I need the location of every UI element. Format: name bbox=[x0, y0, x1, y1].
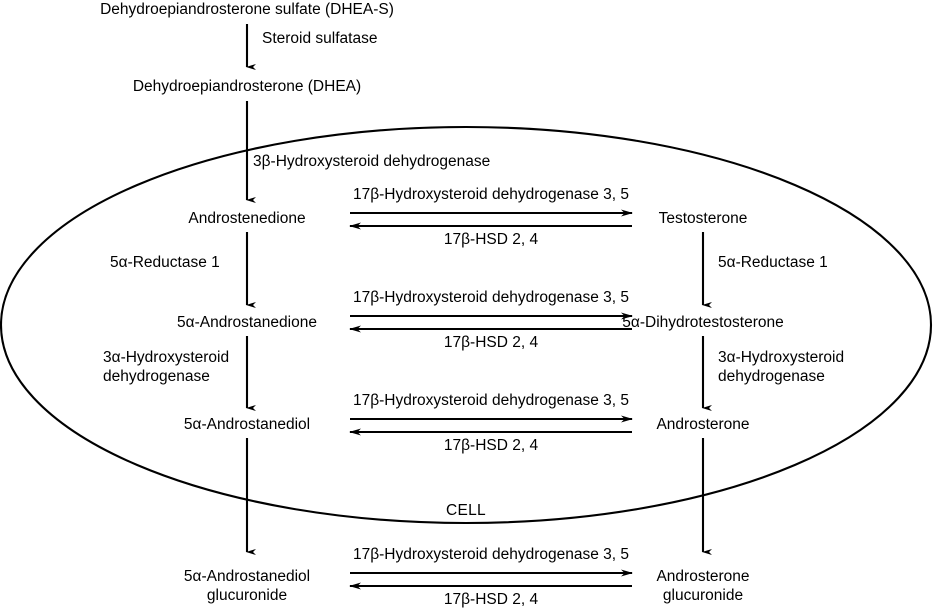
enzyme-3alpha-hsd-left: 3α-Hydroxysteroid dehydrogenase bbox=[103, 348, 229, 386]
enzyme-17beta-hsd-forward-row4: 17β-Hydroxysteroid dehydrogenase 3, 5 bbox=[352, 546, 630, 563]
enzyme-3alpha-hsd-left-line2: dehydrogenase bbox=[103, 368, 210, 385]
node-testosterone: Testosterone bbox=[658, 210, 748, 227]
node-androstanediol-glucuronide-line2: glucuronide bbox=[206, 587, 288, 604]
enzyme-3beta-hsd: 3β-Hydroxysteroid dehydrogenase bbox=[253, 153, 491, 170]
enzyme-17beta-hsd-forward-row1: 17β-Hydroxysteroid dehydrogenase 3, 5 bbox=[352, 186, 630, 203]
enzyme-steroid-sulfatase: Steroid sulfatase bbox=[262, 30, 378, 47]
node-androsterone: Androsterone bbox=[656, 416, 750, 433]
cell-boundary-ellipse bbox=[0, 126, 932, 524]
node-androstanediol-glucuronide-line1: 5α-Androstanediol bbox=[183, 568, 311, 585]
node-androstanedione: 5α-Androstanedione bbox=[177, 314, 317, 331]
node-androsterone-glucuronide-line1: Androsterone bbox=[656, 568, 750, 585]
node-dheas: Dehydroepiandrosterone sulfate (DHEA-S) bbox=[100, 1, 394, 18]
enzyme-3alpha-hsd-left-line1: 3α-Hydroxysteroid bbox=[103, 349, 230, 366]
enzyme-17beta-hsd-reverse-row1: 17β-HSD 2, 4 bbox=[443, 231, 539, 248]
enzyme-3alpha-hsd-right-line2: dehydrogenase bbox=[718, 368, 825, 385]
enzyme-17beta-hsd-reverse-row3: 17β-HSD 2, 4 bbox=[443, 437, 539, 454]
node-androsterone-glucuronide-line2: glucuronide bbox=[662, 587, 744, 604]
node-androstenedione: Androstenedione bbox=[188, 210, 306, 227]
node-androstanediol-glucuronide: 5α-Androstanediol glucuronide bbox=[117, 567, 377, 605]
enzyme-17beta-hsd-reverse-row2: 17β-HSD 2, 4 bbox=[443, 334, 539, 351]
node-dihydrotestosterone: 5α-Dihydrotestosterone bbox=[622, 314, 784, 331]
enzyme-17beta-hsd-forward-row3: 17β-Hydroxysteroid dehydrogenase 3, 5 bbox=[352, 392, 630, 409]
node-androstanediol: 5α-Androstanediol bbox=[183, 416, 311, 433]
enzyme-3alpha-hsd-right-line1: 3α-Hydroxysteroid bbox=[718, 349, 845, 366]
node-androsterone-glucuronide: Androsterone glucuronide bbox=[573, 567, 833, 605]
node-dhea: Dehydroepiandrosterone (DHEA) bbox=[132, 78, 362, 95]
cell-label: CELL bbox=[446, 502, 486, 519]
enzyme-5alpha-reductase-left: 5α-Reductase 1 bbox=[110, 254, 220, 271]
enzyme-17beta-hsd-reverse-row4: 17β-HSD 2, 4 bbox=[443, 591, 539, 608]
enzyme-3alpha-hsd-right: 3α-Hydroxysteroid dehydrogenase bbox=[718, 348, 844, 386]
enzyme-5alpha-reductase-right: 5α-Reductase 1 bbox=[718, 254, 828, 271]
enzyme-17beta-hsd-forward-row2: 17β-Hydroxysteroid dehydrogenase 3, 5 bbox=[352, 289, 630, 306]
